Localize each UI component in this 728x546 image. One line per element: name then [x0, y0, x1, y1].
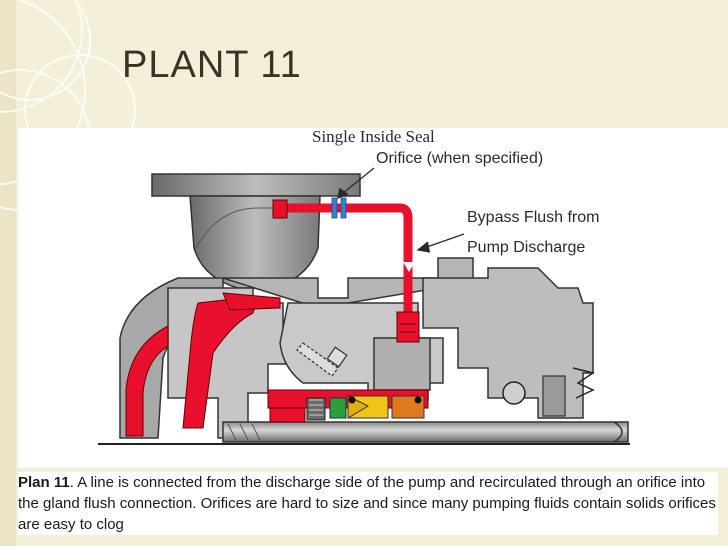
orifice	[331, 197, 347, 219]
slide-caption: Plan 11. A line is connected from the di…	[18, 472, 718, 535]
gland-bolt	[296, 342, 348, 377]
impeller	[125, 292, 281, 437]
slide-title: PLANT 11	[122, 44, 302, 86]
caption-lead: Plan 11	[18, 474, 70, 491]
label-bypass-flush: Bypass Flush from	[467, 209, 600, 226]
bypass-flush-line	[272, 199, 420, 343]
pump-seal-diagram	[98, 167, 630, 445]
single-inside-seal	[267, 389, 429, 423]
bearing-ball	[502, 381, 526, 405]
left-band	[0, 0, 16, 546]
bearing-housing	[422, 267, 595, 419]
callout-arrows	[337, 167, 465, 253]
label-orifice: Orifice (when specified)	[376, 150, 544, 167]
pump-shaft	[222, 421, 629, 443]
label-single-inside-seal: Single Inside Seal	[312, 127, 435, 146]
caption-text: . A line is connected from the discharge…	[18, 474, 716, 533]
figure-panel	[18, 128, 728, 468]
flow-arrow	[403, 262, 415, 272]
discharge-flange	[151, 173, 361, 289]
label-pump-discharge: Pump Discharge	[467, 239, 586, 256]
flush-fitting-top	[272, 199, 288, 219]
flush-fitting-gland	[396, 311, 420, 343]
